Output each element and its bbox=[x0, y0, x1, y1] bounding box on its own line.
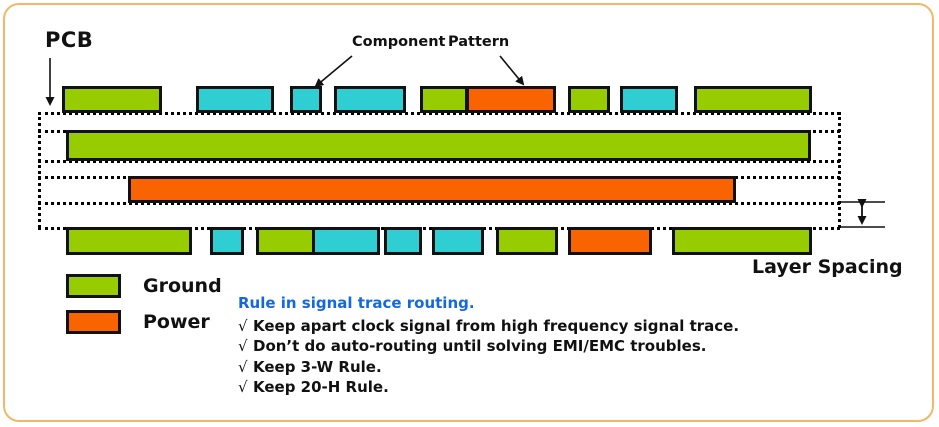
check-icon: √ bbox=[238, 357, 248, 376]
bottom-layer-ground-block bbox=[672, 227, 812, 255]
rule-item-3: √ Keep 3-W Rule. bbox=[238, 357, 878, 377]
component-label: Component bbox=[352, 34, 446, 50]
layer-line-ground-bottom bbox=[38, 160, 840, 163]
rule-item-text: Keep apart clock signal from high freque… bbox=[253, 316, 740, 335]
figure-frame bbox=[3, 3, 934, 422]
bottom-layer-ground-block bbox=[256, 227, 322, 255]
layer-spacing-label: Layer Spacing bbox=[752, 256, 903, 278]
rule-item-text: Don’t do auto-routing until solving EMI/… bbox=[253, 337, 707, 356]
bottom-layer-ground-block bbox=[66, 227, 192, 255]
surface-line-top bbox=[38, 112, 840, 115]
pcb-label: PCB bbox=[45, 28, 94, 52]
legend-swatch-ground bbox=[66, 274, 121, 298]
board-left-edge bbox=[38, 112, 41, 228]
rule-item-4: √ Keep 20-H Rule. bbox=[238, 377, 878, 397]
bottom-layer-signal-block bbox=[432, 227, 484, 255]
bottom-layer-signal-block bbox=[384, 227, 422, 255]
ground-plane-ground-block bbox=[66, 130, 811, 161]
check-icon: √ bbox=[238, 316, 248, 335]
top-layer-signal-block bbox=[620, 86, 678, 113]
bottom-layer-signal-block bbox=[210, 227, 244, 255]
bottom-layer-power-block bbox=[568, 227, 652, 255]
top-layer-ground-block bbox=[694, 86, 812, 113]
pattern-label: Pattern bbox=[448, 34, 510, 50]
top-layer-signal-block bbox=[334, 86, 406, 113]
top-layer-power-block bbox=[466, 86, 556, 113]
rule-item-text: Keep 3-W Rule. bbox=[253, 357, 382, 376]
top-layer-ground-block bbox=[420, 86, 468, 113]
bottom-layer-ground-block bbox=[496, 227, 558, 255]
routing-rules-block: Rule in signal trace routing. √ Keep apar… bbox=[238, 294, 878, 397]
top-layer-signal-block bbox=[196, 86, 274, 113]
layer-line-power-bottom bbox=[38, 202, 840, 205]
bottom-layer-signal-block bbox=[312, 227, 380, 255]
power-plane-power-block bbox=[128, 176, 736, 203]
check-icon: √ bbox=[238, 377, 248, 396]
rules-list: √ Keep apart clock signal from high frequ… bbox=[238, 316, 878, 398]
top-layer-ground-block bbox=[62, 86, 162, 113]
legend-label-power: Power bbox=[143, 311, 210, 333]
legend-item-power: Power bbox=[66, 308, 222, 336]
top-layer-ground-block bbox=[568, 86, 610, 113]
legend-swatch-power bbox=[66, 310, 121, 334]
rule-item-1: √ Keep apart clock signal from high frequ… bbox=[238, 316, 878, 336]
rule-item-2: √ Don’t do auto-routing until solving EMI… bbox=[238, 336, 878, 356]
rule-item-text: Keep 20-H Rule. bbox=[253, 377, 389, 396]
rules-title: Rule in signal trace routing. bbox=[238, 294, 475, 312]
top-layer-signal-block bbox=[290, 86, 322, 113]
board-right-edge bbox=[838, 112, 841, 228]
legend-label-ground: Ground bbox=[143, 275, 222, 297]
legend-item-ground: Ground bbox=[66, 272, 222, 300]
check-icon: √ bbox=[238, 337, 248, 356]
